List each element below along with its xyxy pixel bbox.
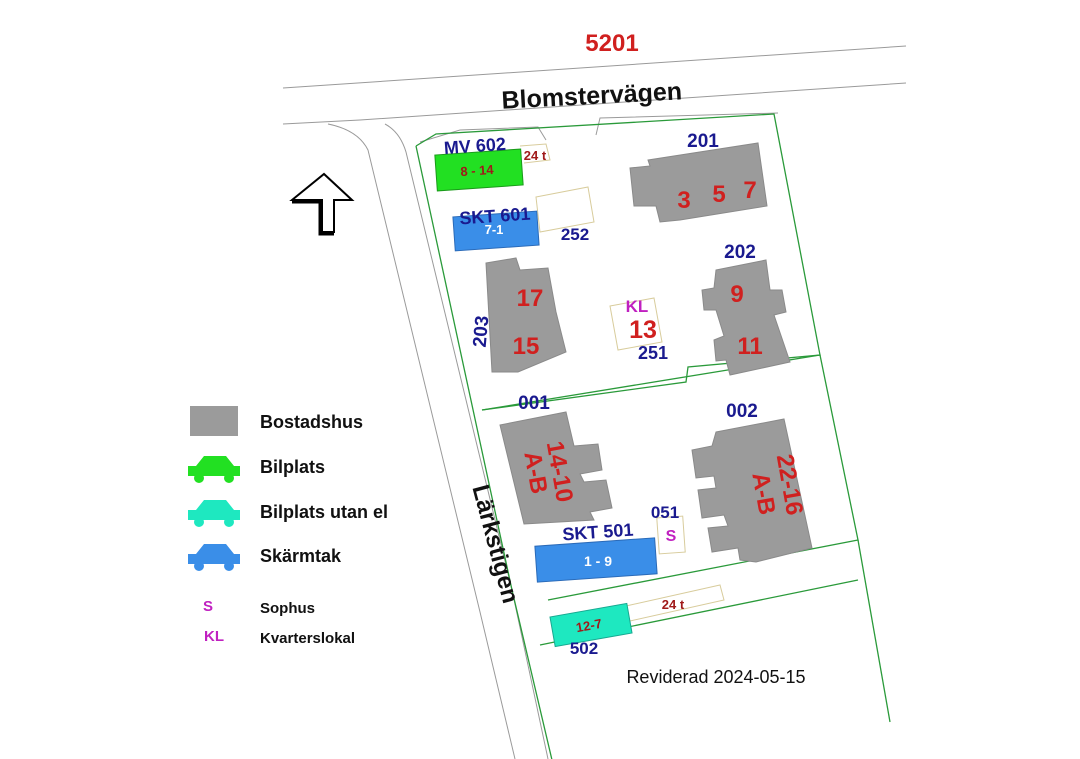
outlines bbox=[519, 143, 725, 622]
parking-mv602-box bbox=[434, 148, 524, 192]
car-blue-icon bbox=[188, 544, 240, 571]
building-203 bbox=[485, 257, 567, 373]
carport-skt601-range: 7-1 bbox=[485, 222, 504, 237]
road-edge bbox=[595, 112, 779, 136]
road-edge bbox=[327, 123, 516, 759]
building-202-number: 9 bbox=[730, 281, 743, 308]
building-201-number: 3 bbox=[677, 187, 690, 214]
sophus-code: S bbox=[666, 528, 677, 545]
parking-mv602-id: MV 602 bbox=[443, 134, 506, 158]
carport-skt501-id: SKT 501 bbox=[562, 520, 634, 545]
area-251: 251 bbox=[638, 343, 668, 363]
legend-code: KL bbox=[204, 628, 224, 645]
outline-24t bbox=[519, 143, 551, 164]
street-larkstigen: Lärkstigen bbox=[466, 482, 523, 606]
carport-skt501-box bbox=[534, 537, 658, 583]
building-203-id: 203 bbox=[470, 315, 494, 348]
kl-number: 13 bbox=[629, 316, 657, 344]
parking-502-range: 12-7 bbox=[575, 616, 603, 635]
legend-label: Skärmtak bbox=[260, 546, 342, 566]
legend-label: Bostadshus bbox=[260, 412, 363, 432]
area-252: 252 bbox=[561, 225, 589, 244]
outline-502 bbox=[625, 584, 725, 622]
building-202 bbox=[701, 259, 791, 376]
building-202-number: 11 bbox=[737, 333, 762, 360]
parking-mv602-range: 8 - 14 bbox=[460, 162, 495, 179]
legend: Bostadshus Bilplats Bilplats utan el Skä… bbox=[188, 406, 388, 647]
building-002-id: 002 bbox=[726, 401, 758, 422]
plot-line-west bbox=[415, 145, 553, 759]
building-201 bbox=[629, 142, 768, 223]
parking-mv602-capacity: 24 t bbox=[524, 148, 547, 163]
outline-252 bbox=[535, 186, 595, 233]
plot-line-south bbox=[481, 354, 859, 601]
carport-skt601-id: SKT 601 bbox=[459, 204, 531, 229]
plot-line-east bbox=[857, 539, 891, 723]
parking-502-id: 502 bbox=[570, 639, 598, 658]
street-blomstervagen: Blomstervägen bbox=[501, 77, 683, 114]
carport-skt501-range: 1 - 9 bbox=[584, 553, 612, 569]
sophus-id: 051 bbox=[651, 503, 679, 522]
legend-label: Kvarterslokal bbox=[260, 630, 355, 647]
building-002 bbox=[691, 418, 813, 563]
building-201-id: 201 bbox=[687, 131, 719, 152]
road-edge bbox=[282, 45, 907, 89]
car-green-icon bbox=[188, 456, 240, 483]
revision-date: Reviderad 2024-05-15 bbox=[626, 667, 805, 687]
road-edge bbox=[282, 82, 907, 125]
building-001 bbox=[499, 411, 613, 525]
building-202-id: 202 bbox=[724, 242, 756, 263]
building-001-id: 001 bbox=[518, 393, 550, 414]
parking-502-box bbox=[549, 602, 633, 648]
building-201-number: 7 bbox=[743, 177, 756, 204]
building-203-number: 15 bbox=[513, 333, 540, 360]
car-turquoise-icon bbox=[188, 500, 240, 527]
legend-label: Bilplats bbox=[260, 457, 325, 477]
road-edge bbox=[419, 126, 547, 143]
outline-kl bbox=[609, 297, 663, 351]
building-203-number: 17 bbox=[517, 285, 544, 312]
parking-502-capacity: 24 t bbox=[662, 597, 685, 612]
north-arrow-icon bbox=[289, 172, 355, 236]
block-number: 5201 bbox=[585, 30, 638, 57]
sophus-box bbox=[656, 515, 686, 555]
legend-label: Sophus bbox=[260, 600, 315, 617]
road-edge bbox=[384, 123, 549, 759]
plot-boundaries bbox=[415, 113, 891, 759]
carport-skt601-box bbox=[452, 210, 540, 252]
kl-code: KL bbox=[626, 297, 649, 316]
roads bbox=[282, 45, 907, 759]
legend-label: Bilplats utan el bbox=[260, 502, 388, 522]
building-201-number: 5 bbox=[712, 181, 725, 208]
legend-code: S bbox=[203, 598, 213, 615]
building-swatch-icon bbox=[190, 406, 238, 436]
